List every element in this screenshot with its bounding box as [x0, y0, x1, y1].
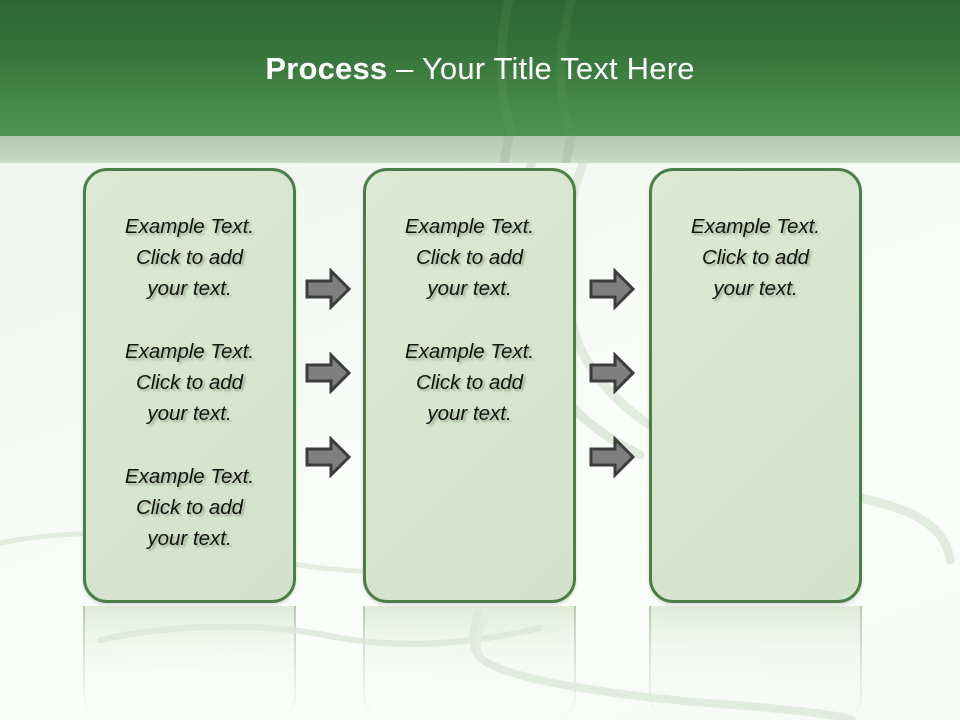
process-step-1-paragraph-2[interactable]: Example Text. Click to add your text.: [124, 340, 255, 425]
process-step-2-paragraph-1[interactable]: Example Text. Click to add your text.: [404, 215, 535, 300]
page-title-rest: – Your Title Text Here: [396, 51, 695, 86]
process-step-3[interactable]: Example Text. Click to add your text.: [649, 168, 862, 603]
process-step-1-reflection: [83, 606, 296, 720]
header-swoosh-decoration: [496, 0, 577, 136]
right-arrow-icon[interactable]: [305, 268, 351, 310]
process-step-1[interactable]: Example Text. Click to add your text. Ex…: [83, 168, 296, 603]
band-swoosh-decoration: [499, 136, 577, 163]
process-step-3-paragraph-1[interactable]: Example Text. Click to add your text.: [690, 215, 821, 300]
process-step-3-reflection: [649, 606, 862, 720]
right-arrow-icon[interactable]: [589, 436, 635, 478]
process-step-2[interactable]: Example Text. Click to add your text. Ex…: [363, 168, 576, 603]
slide-header: Process – Your Title Text Here: [0, 0, 960, 136]
right-arrow-icon[interactable]: [305, 436, 351, 478]
right-arrow-icon[interactable]: [589, 352, 635, 394]
process-step-1-paragraph-1[interactable]: Example Text. Click to add your text.: [124, 215, 255, 300]
right-arrow-icon[interactable]: [589, 268, 635, 310]
process-step-2-reflection: [363, 606, 576, 720]
process-step-2-paragraph-2[interactable]: Example Text. Click to add your text.: [404, 340, 535, 425]
page-title-strong: Process: [265, 51, 397, 86]
right-arrow-icon[interactable]: [305, 352, 351, 394]
page-title: Process – Your Title Text Here: [0, 50, 960, 88]
header-accent-band: [0, 136, 960, 163]
process-step-1-paragraph-3[interactable]: Example Text. Click to add your text.: [124, 465, 255, 550]
